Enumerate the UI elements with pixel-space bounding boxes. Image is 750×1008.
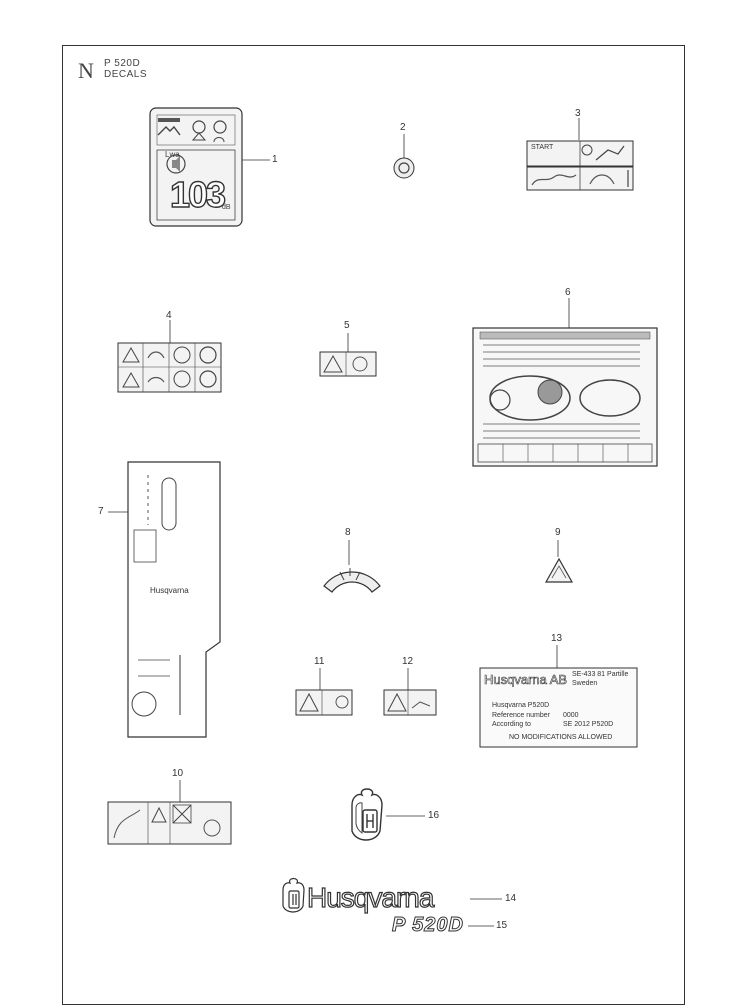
decal-4 xyxy=(117,320,222,393)
decal-14-logo-text: Husqvarna xyxy=(306,881,435,913)
decal-13-address-2: Sweden xyxy=(572,680,598,687)
decal-13-address-1: SE-433 81 Partille xyxy=(572,671,629,678)
callout-14: 14 xyxy=(505,893,517,904)
callout-2: 2 xyxy=(400,122,406,133)
callout-5: 5 xyxy=(344,320,350,331)
decal-13-ref-value: 0000 xyxy=(563,712,579,719)
header-model: P 520D xyxy=(104,58,141,69)
decal-13-model-line: Husqvarna P520D xyxy=(492,702,550,709)
callout-8: 8 xyxy=(345,527,351,538)
decal-7-brand: Husqvarna xyxy=(150,586,189,595)
decal-11 xyxy=(295,668,353,716)
callout-15: 15 xyxy=(496,920,508,931)
decal-9 xyxy=(544,540,574,583)
decal-13-brand: Husqvarna AB xyxy=(484,672,568,688)
decal-1 xyxy=(149,107,270,227)
callout-1: 1 xyxy=(272,154,278,165)
decal-13-footer: NO MODIFICATIONS ALLOWED xyxy=(509,734,613,741)
decal-10 xyxy=(107,780,232,845)
drawing-frame xyxy=(62,45,685,1005)
decal-16-crown-logo xyxy=(351,788,425,841)
section-letter: N xyxy=(78,58,94,83)
callout-3: 3 xyxy=(575,108,581,119)
decal-14-logo-outline xyxy=(282,877,502,913)
callout-12: 12 xyxy=(402,656,414,667)
decal-1-lwa-label: Lwa xyxy=(165,150,180,159)
decal-13-ref2-value: SE 2012 P520D xyxy=(563,721,614,728)
decal-5 xyxy=(319,333,377,377)
decal-15-model-badge: P 520D xyxy=(392,914,464,937)
decal-1-value: 103 xyxy=(169,173,226,215)
decal-6 xyxy=(472,298,658,467)
decal-13-ref-label: Reference number xyxy=(492,712,550,719)
decal-13-ref2-label: According to xyxy=(492,721,531,728)
callout-16: 16 xyxy=(428,810,440,821)
decal-3 xyxy=(526,118,634,191)
callout-13: 13 xyxy=(551,633,563,644)
decal-3-start-label: START xyxy=(531,144,554,151)
decal-12 xyxy=(383,668,437,716)
callout-7: 7 xyxy=(98,506,104,517)
decal-1-unit: dB xyxy=(222,204,231,211)
decal-13 xyxy=(479,645,638,748)
decal-2 xyxy=(393,134,415,179)
decal-8 xyxy=(323,540,381,593)
callout-10: 10 xyxy=(172,768,184,779)
callout-11: 11 xyxy=(314,656,325,667)
header-title: P 520D DECALS xyxy=(104,58,147,80)
header-section: DECALS xyxy=(104,69,148,80)
callout-4: 4 xyxy=(166,310,172,321)
callout-6: 6 xyxy=(565,287,571,298)
decal-7 xyxy=(108,461,221,738)
callout-9: 9 xyxy=(555,527,561,538)
